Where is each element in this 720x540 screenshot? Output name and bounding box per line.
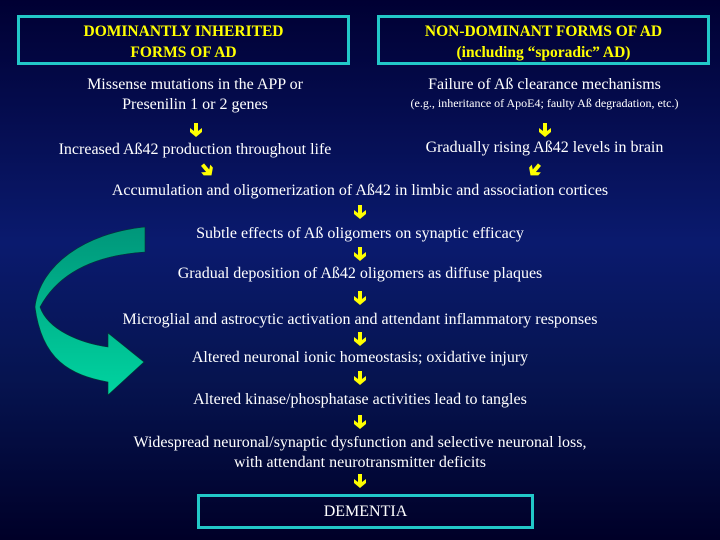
- cascade-step-inflammation: Microglial and astrocytic activation and…: [122, 311, 598, 328]
- rising-abeta42-text: Gradually rising Aß42 levels in brain: [425, 139, 664, 156]
- curved-feedback-arrow-icon: [34, 226, 146, 395]
- down-arrow-icon: [352, 414, 368, 430]
- cascade-step-synaptic-effects: Subtle effects of Aß oligomers on synapt…: [196, 225, 524, 242]
- down-arrow-icon: [352, 246, 368, 262]
- down-arrow-icon: [352, 370, 368, 386]
- dementia-label: DEMENTIA: [323, 503, 408, 520]
- diagonal-arrow-right-icon: [196, 159, 219, 182]
- neuronal-loss-line2: with attendant neurotransmitter deficits: [234, 454, 486, 471]
- abeta-clearance-failure-text: Failure of Aß clearance mechanisms: [428, 76, 661, 93]
- increased-abeta42-text: Increased Aß42 production throughout lif…: [58, 141, 332, 158]
- diagonal-arrow-left-icon: [524, 159, 547, 182]
- cascade-step-diffuse-plaques: Gradual deposition of Aß42 oligomers as …: [177, 265, 543, 282]
- down-arrow-icon: [352, 473, 368, 489]
- cascade-step-neuronal-loss: Widespread neuronal/synaptic dysfunction…: [0, 433, 720, 473]
- dominant-forms-header-line2: FORMS OF AD: [130, 44, 237, 61]
- missense-line1: Missense mutations in the APP or: [87, 76, 303, 93]
- down-arrow-icon: [352, 290, 368, 306]
- cascade-step-tangles: Altered kinase/phosphatase activities le…: [193, 391, 527, 408]
- down-arrow-icon: [537, 122, 553, 138]
- missense-mutations-text: Missense mutations in the APP or Preseni…: [17, 75, 373, 115]
- down-arrow-icon: [352, 204, 368, 220]
- missense-line2: Presenilin 1 or 2 genes: [122, 96, 268, 113]
- neuronal-loss-line1: Widespread neuronal/synaptic dysfunction…: [133, 434, 587, 451]
- dementia-outcome-box: DEMENTIA: [197, 494, 534, 529]
- non-dominant-forms-header-box: NON-DOMINANT FORMS OF AD (including “spo…: [377, 15, 710, 65]
- clearance-failure-examples-text: (e.g., inheritance of ApoE4; faulty Aß d…: [410, 96, 679, 110]
- dominant-forms-header-line1: DOMINANTLY INHERITED: [83, 23, 284, 40]
- non-dominant-forms-header-line1: NON-DOMINANT FORMS OF AD: [424, 23, 663, 40]
- down-arrow-icon: [188, 122, 204, 138]
- dominant-forms-header-box: DOMINANTLY INHERITED FORMS OF AD: [17, 15, 350, 65]
- non-dominant-forms-header-line2: (including “sporadic” AD): [456, 44, 631, 61]
- cascade-step-oxidative-injury: Altered neuronal ionic homeostasis; oxid…: [191, 349, 529, 366]
- cascade-step-accumulation: Accumulation and oligomerization of Aß42…: [111, 182, 609, 199]
- down-arrow-icon: [352, 331, 368, 347]
